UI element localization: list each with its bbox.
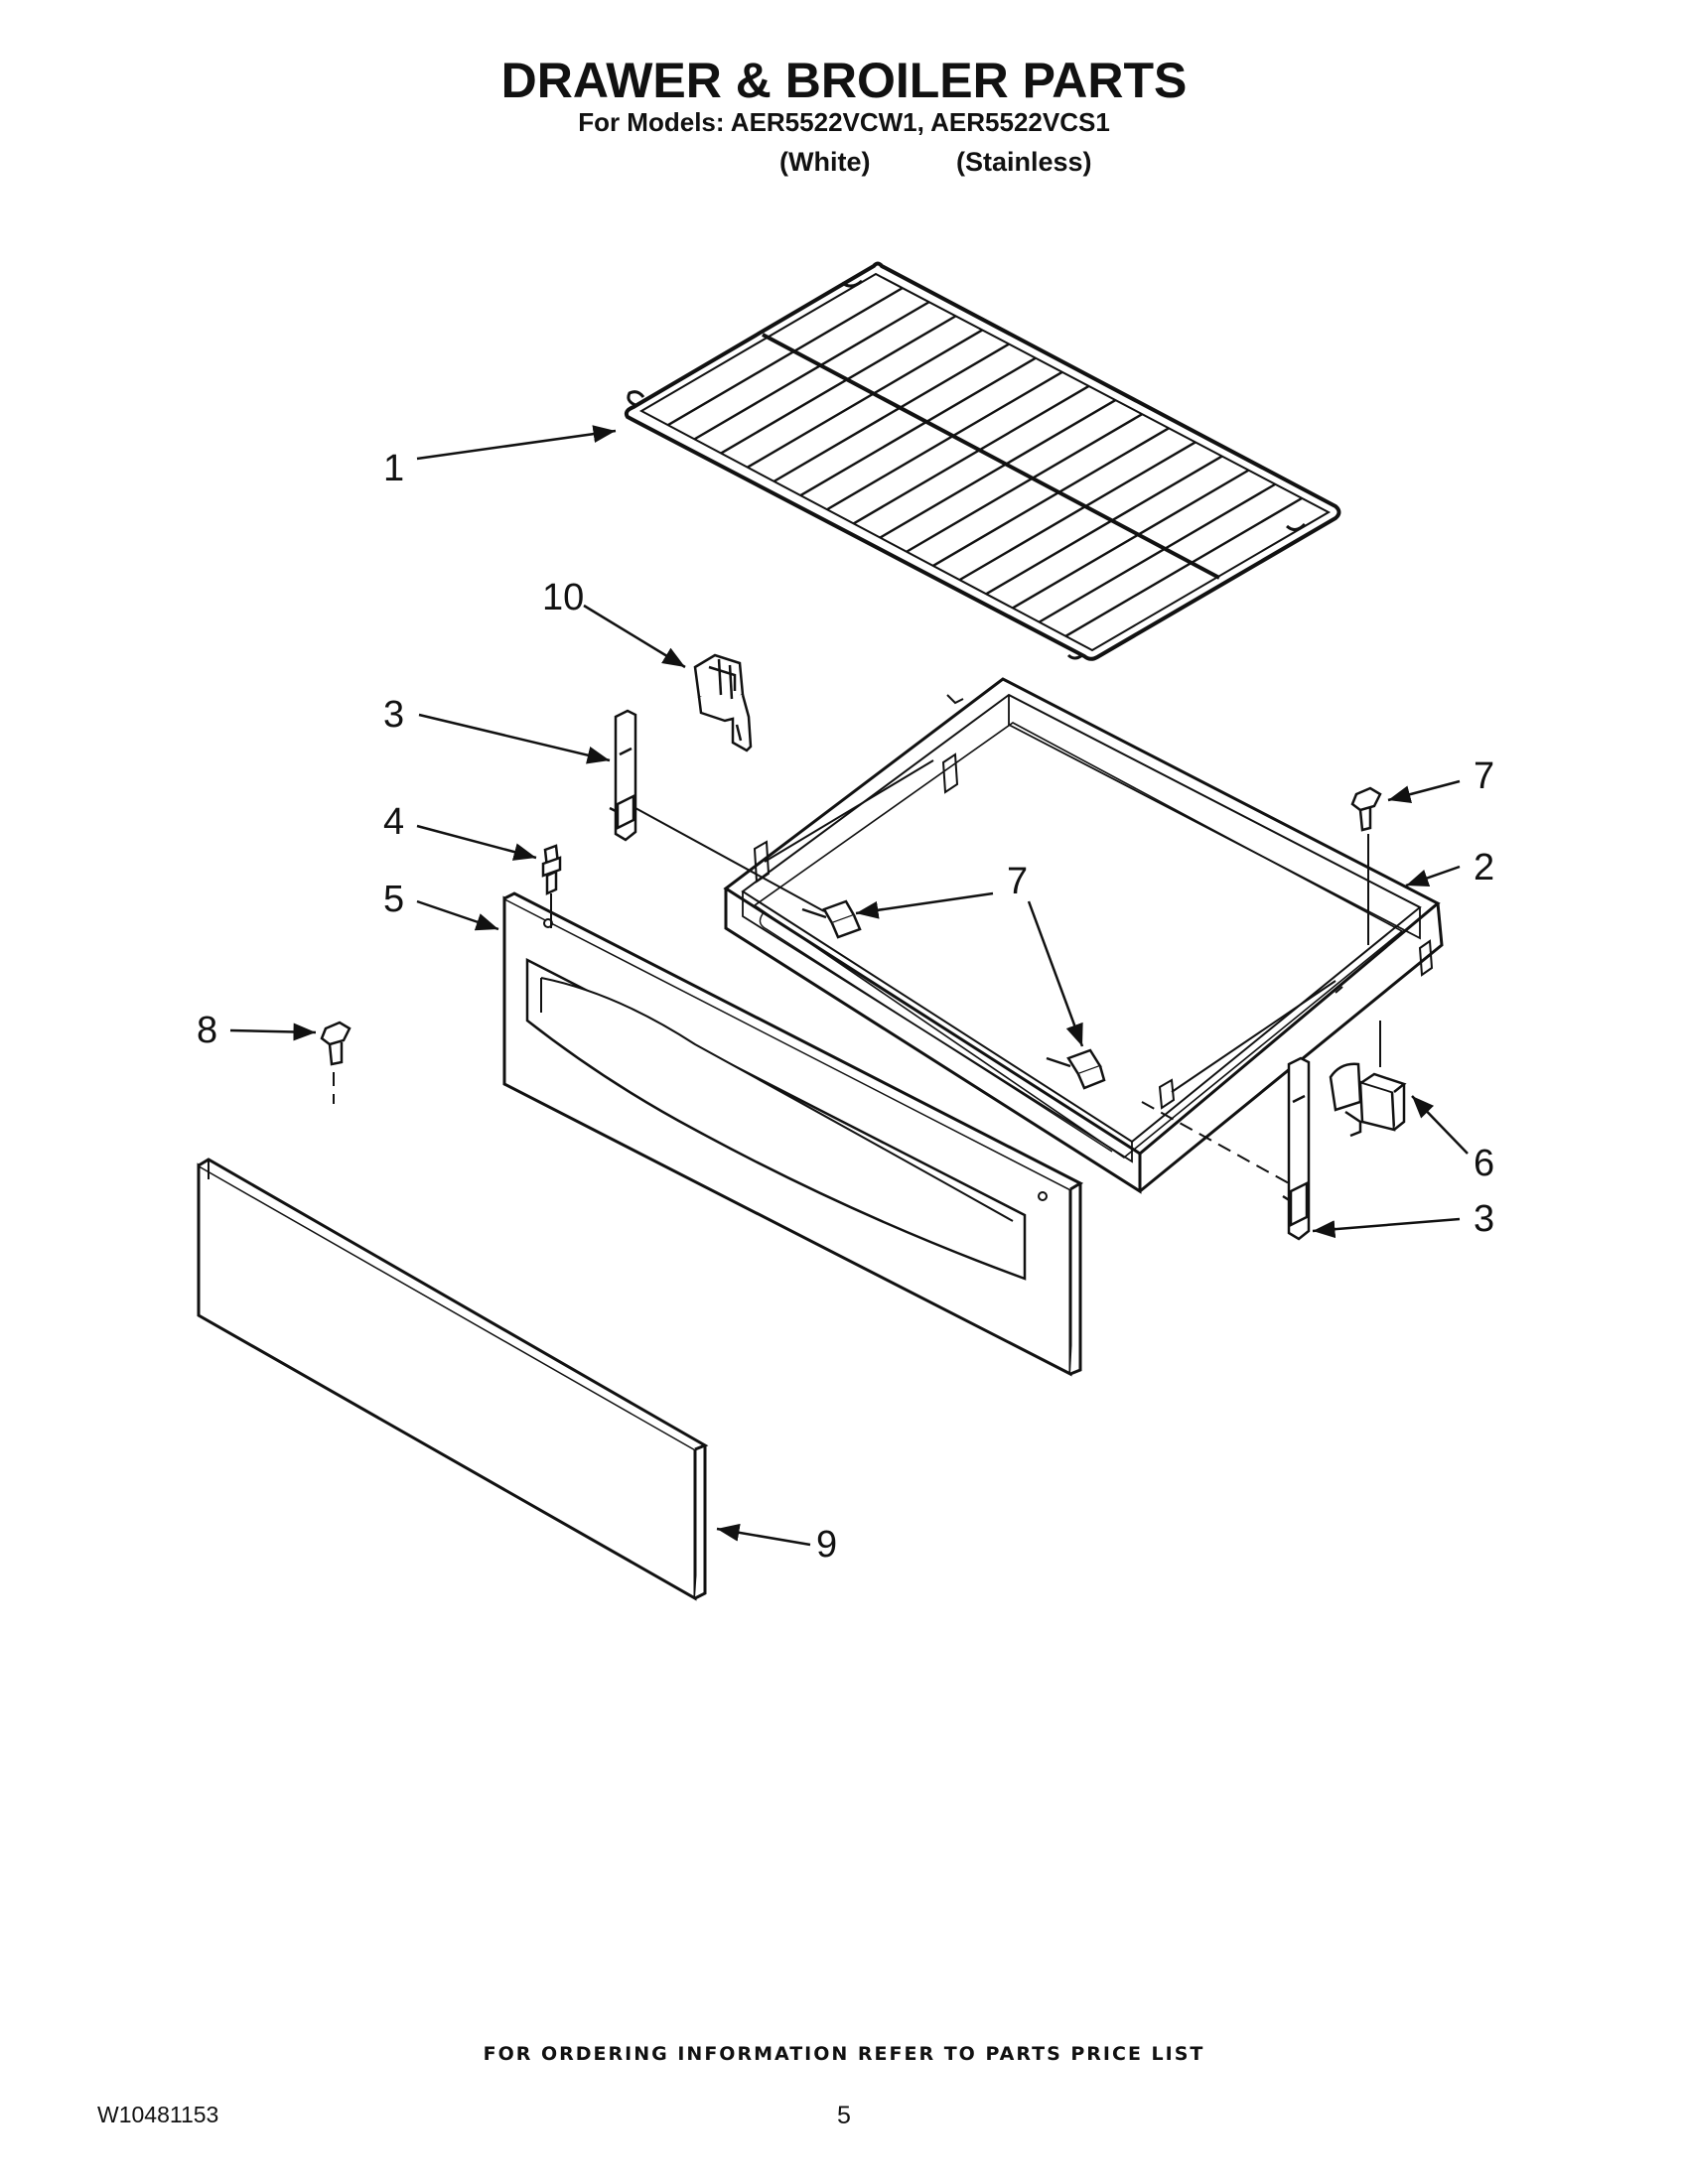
kick-panel-part [197, 1158, 709, 1601]
rack-rod [932, 427, 1170, 567]
rack-rod [693, 301, 930, 441]
pin-part [541, 844, 562, 928]
drawer-pan-part [723, 677, 1444, 1194]
callout-3-left: 3 [383, 694, 404, 736]
rack-rod [1038, 482, 1276, 623]
screw-top-right-part [1350, 786, 1382, 945]
drawer-slide-left-part [609, 709, 637, 842]
screw-part-8 [320, 1021, 352, 1104]
rack-rod [773, 342, 1010, 482]
screw-lower-part [1046, 1048, 1106, 1090]
rack-rod [720, 315, 957, 455]
callout-1: 1 [383, 448, 404, 489]
leader-arrows [229, 425, 1469, 1547]
page-title: DRAWER & BROILER PARTS [500, 53, 1188, 108]
callout-9: 9 [816, 1524, 837, 1566]
callout-4: 4 [383, 801, 404, 843]
ordering-note: FOR ORDERING INFORMATION REFER TO PARTS … [483, 2043, 1205, 2065]
rack-rod [879, 399, 1117, 539]
rack-rod [906, 413, 1143, 553]
front-panel-part [502, 891, 1084, 1377]
rack-rod [958, 441, 1196, 582]
document-number: W10481153 [97, 2102, 219, 2127]
rack-rod [667, 287, 904, 427]
callout-5: 5 [383, 879, 404, 920]
rack-rod [747, 329, 983, 469]
variant-white-label: (White) [779, 147, 871, 177]
rack-rod [826, 370, 1063, 511]
page-number: 5 [837, 2102, 851, 2129]
drawer-slide-right-part [1282, 1056, 1311, 1241]
rack-rod [799, 356, 1037, 497]
assembly-lines [634, 807, 1290, 1184]
rack-rod [985, 455, 1223, 596]
callout-6: 6 [1474, 1143, 1494, 1184]
models-line: For Models: AER5522VCW1, AER5522VCS1 [578, 107, 1110, 137]
rack-rod [1064, 496, 1303, 637]
callout-3-right: 3 [1474, 1198, 1494, 1240]
callout-7-center: 7 [1007, 861, 1028, 902]
rack-rod [1012, 469, 1250, 610]
callout-7-top: 7 [1474, 755, 1494, 797]
variant-stainless-label: (Stainless) [956, 147, 1092, 177]
callout-10: 10 [542, 577, 584, 618]
rack-rod [853, 384, 1090, 525]
bracket-part [693, 653, 753, 752]
callout-2: 2 [1474, 847, 1494, 888]
clip-part [1329, 1021, 1407, 1138]
callout-8: 8 [197, 1010, 217, 1051]
screw-center-part [801, 899, 862, 939]
oven-rack-part [624, 261, 1341, 661]
